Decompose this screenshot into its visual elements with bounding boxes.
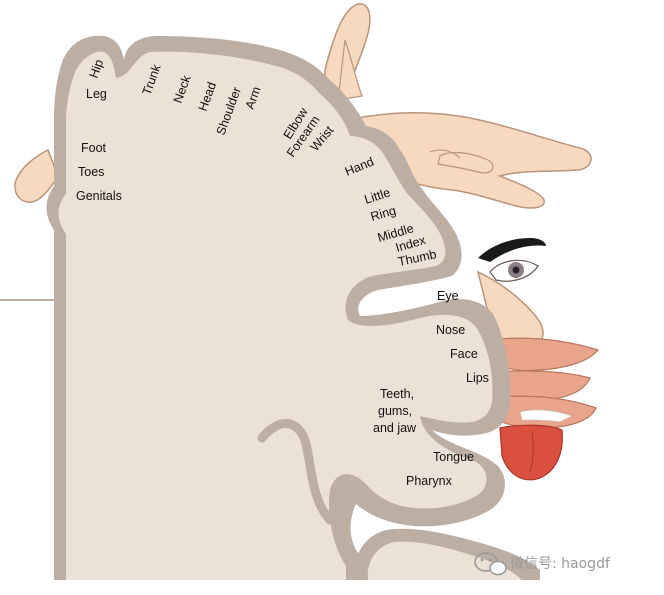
label-nose: Nose <box>436 323 465 337</box>
hand-illustration <box>356 111 592 209</box>
watermark-text: 微信号: haogdf <box>510 556 611 572</box>
upper-lip-shape <box>489 337 600 372</box>
label-pharynx: Pharynx <box>406 474 453 488</box>
label-eye: Eye <box>437 289 459 303</box>
label-ring: Ring <box>369 203 398 224</box>
inner-sulcus <box>257 419 335 525</box>
pupil <box>512 266 520 274</box>
label-leg: Leg <box>86 87 107 101</box>
label-toes: Toes <box>78 165 104 179</box>
label-hip: Hip <box>87 58 107 80</box>
label-lips: Lips <box>466 371 489 385</box>
watermark: 微信号: haogdf <box>474 552 611 576</box>
label-teeth-line3: and jaw <box>373 421 417 435</box>
cortex-white-matter <box>58 51 493 580</box>
thumb-shape <box>437 151 494 174</box>
label-teeth-line1: Teeth, <box>380 387 414 401</box>
leg-illustration <box>324 3 371 101</box>
label-genitals: Genitals <box>76 189 122 203</box>
foot-illustration <box>14 148 59 203</box>
finger-crease <box>429 149 461 159</box>
label-tongue: Tongue <box>433 450 474 464</box>
eyebrow-shape <box>478 238 546 262</box>
foot-shape <box>14 148 59 203</box>
cortex-section <box>0 35 540 581</box>
tongue-shape <box>499 424 563 481</box>
label-foot: Foot <box>81 141 107 155</box>
tongue-groove <box>529 431 534 473</box>
wechat-icon <box>474 552 507 576</box>
label-teeth-line2: gums, <box>378 404 412 418</box>
label-face: Face <box>450 347 478 361</box>
teeth-shape <box>519 409 573 423</box>
knee-shape <box>337 39 363 101</box>
